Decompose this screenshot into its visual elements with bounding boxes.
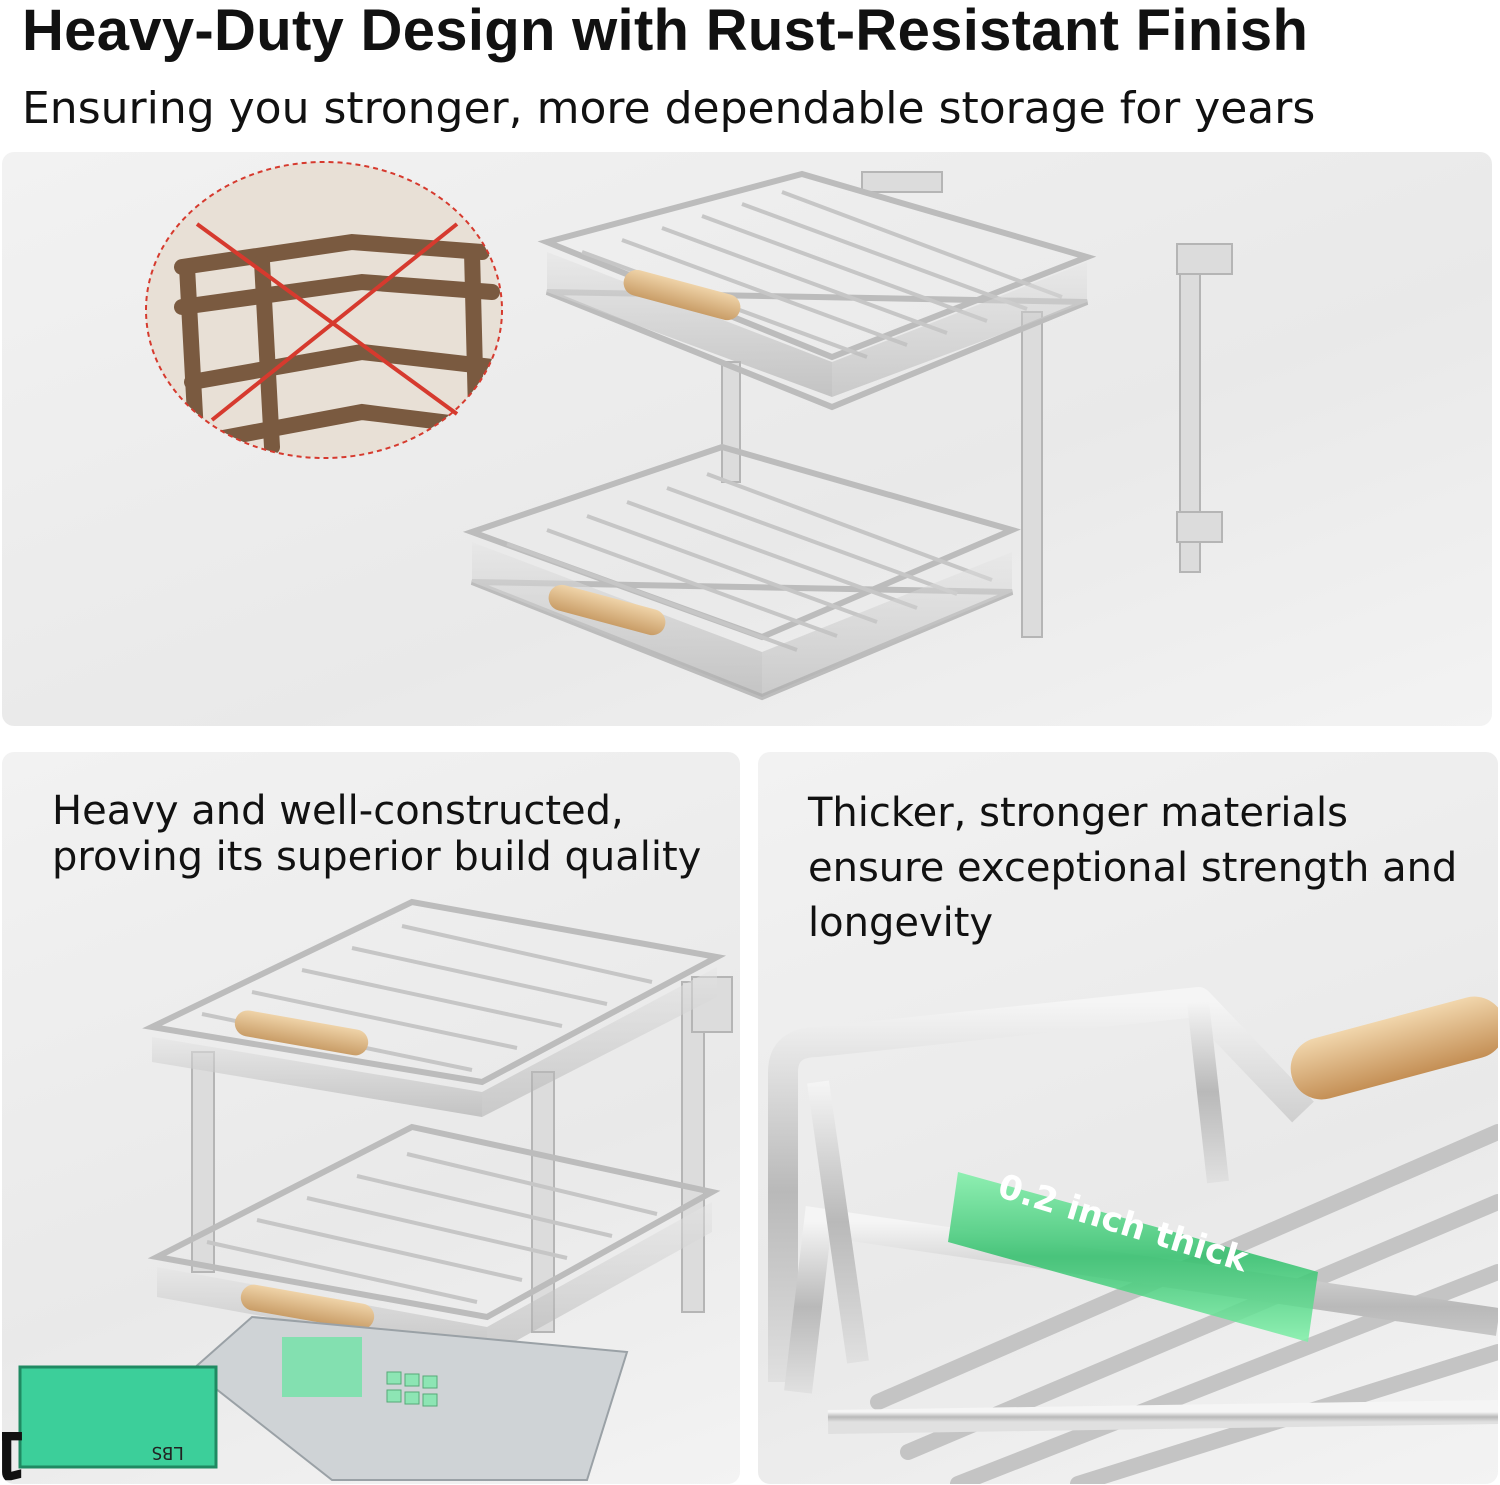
- build-quality-text: Heavy and well-constructed, proving its …: [52, 788, 702, 880]
- material-thickness-panel: Thicker, stronger materials ensure excep…: [758, 752, 1498, 1484]
- weight-unit: LBS: [151, 1442, 184, 1463]
- wooden-handle: [1290, 996, 1498, 1100]
- rust-inset: [145, 161, 503, 459]
- bottom-basket: [147, 1123, 721, 1357]
- weight-reading: 13.9: [2, 1416, 28, 1484]
- lower-basket: [462, 443, 1021, 701]
- top-product-panel: [2, 152, 1492, 726]
- thickness-highlight: 0.2 inch thick: [948, 1166, 1318, 1342]
- build-quality-panel: Heavy and well-constructed, proving its …: [2, 752, 740, 1484]
- scale-illustration: 13.9 LBS: [2, 898, 733, 1484]
- cross-line-2: [210, 222, 459, 422]
- cross-line-1: [195, 222, 459, 416]
- page-subtitle: Ensuring you stronger, more dependable s…: [22, 83, 1316, 134]
- organizer-illustration: [145, 161, 1233, 701]
- top-basket: [142, 898, 727, 1117]
- digital-scale: [190, 1315, 629, 1481]
- material-thickness-text: Thicker, stronger materials ensure excep…: [808, 790, 1458, 946]
- weight-display: 13.9 LBS: [2, 1365, 218, 1484]
- closeup-illustration: 0.2 inch thick: [768, 987, 1498, 1484]
- upper-basket: [537, 170, 1097, 411]
- page-title: Heavy-Duty Design with Rust-Resistant Fi…: [22, 0, 1309, 63]
